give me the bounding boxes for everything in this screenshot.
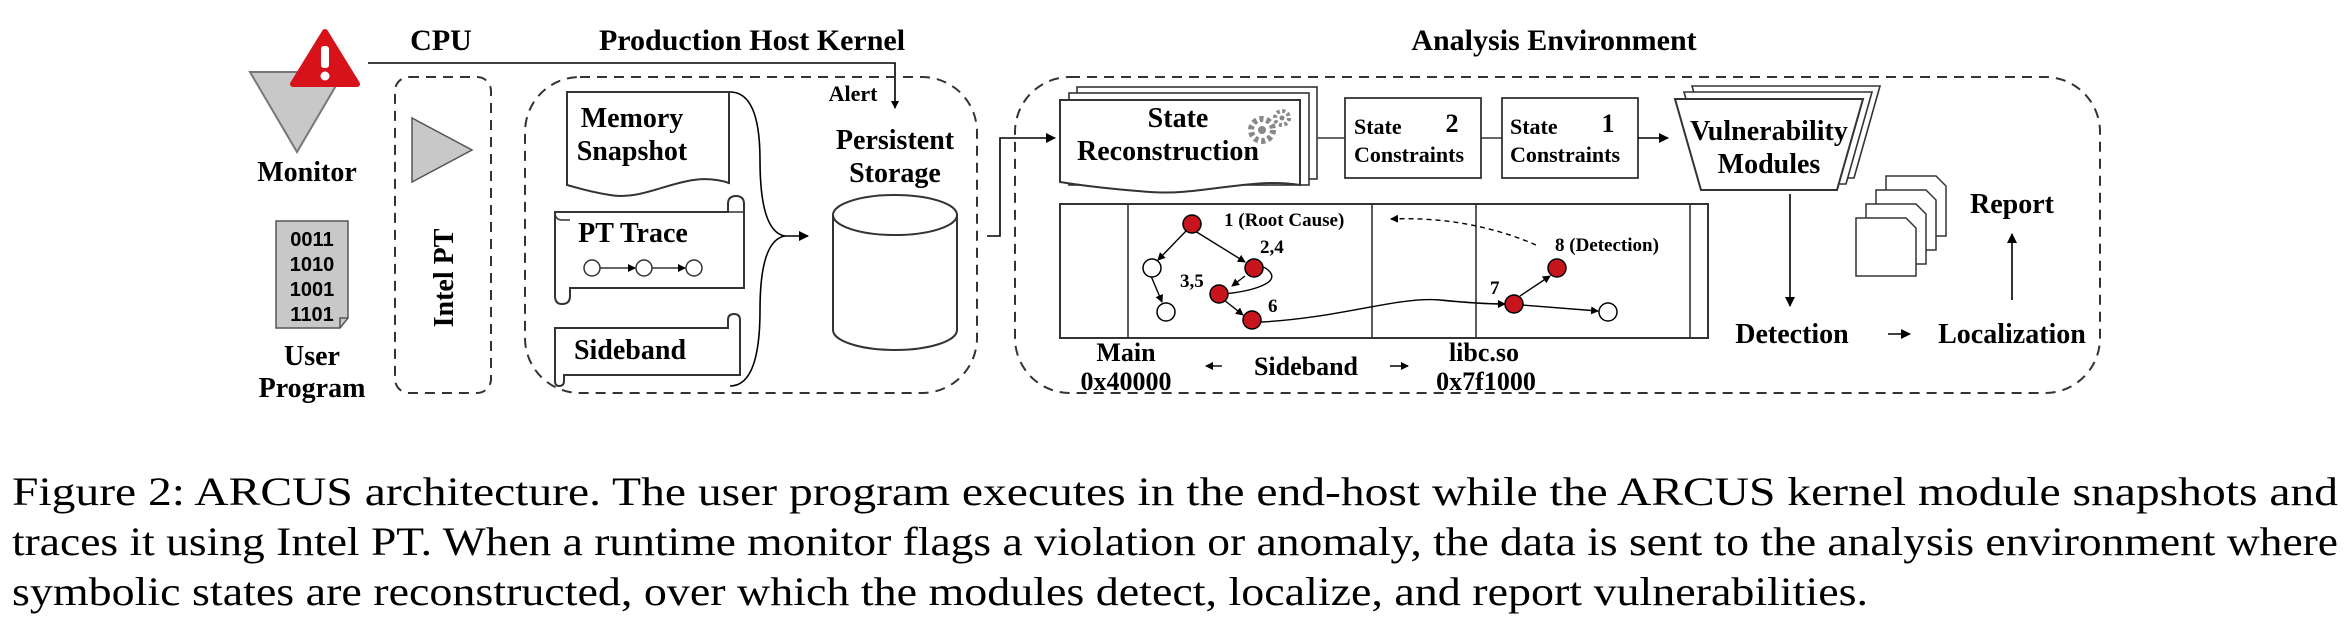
production-host-header: Production Host Kernel	[599, 24, 905, 57]
persistent-storage-label: Persistent	[836, 125, 955, 156]
node-label: 6	[1268, 296, 1278, 317]
red-node	[1504, 294, 1524, 314]
binary-line: 1010	[290, 254, 335, 276]
white-node	[1142, 258, 1162, 278]
state-constraints-label: State	[1354, 114, 1402, 139]
report-documents-icon	[1855, 175, 1947, 277]
cpu-box	[394, 76, 492, 394]
state-constraints-box-2	[1344, 97, 1482, 179]
red-node	[1242, 310, 1262, 330]
user-program-icon	[275, 220, 349, 329]
memory-snapshot-label: Memory	[581, 103, 684, 134]
vulnerability-modules-label: Vulnerability	[1690, 116, 1848, 147]
state-constraints-number: 2	[1446, 109, 1459, 138]
node-label: 2,4	[1260, 237, 1284, 258]
red-node	[1209, 284, 1229, 304]
binary-code: 0011 1010 1001 1101	[290, 229, 335, 326]
pt-trace-scroll	[554, 194, 745, 306]
caption-line: traces it using Intel PT. When a runtime…	[12, 519, 2338, 564]
vulnerability-modules-label: Modules	[1718, 149, 1821, 180]
state-constraints-label: State	[1510, 114, 1558, 139]
state-constraints-number: 1	[1602, 109, 1615, 138]
binary-line: 1101	[290, 304, 333, 326]
gear-icon	[1248, 109, 1291, 144]
analysis-environment-header: Analysis Environment	[1411, 24, 1696, 57]
persistent-storage-label: Storage	[849, 158, 941, 189]
monitor-label: Monitor	[257, 157, 357, 188]
trace-graph-nodes	[1142, 214, 1618, 330]
alert-arrow	[368, 62, 899, 109]
white-node	[1598, 302, 1618, 322]
main-module-address: 0x40000	[1081, 367, 1172, 396]
memory-snapshot-box	[566, 91, 730, 197]
warning-triangle-icon	[290, 29, 360, 87]
node-label: 3,5	[1180, 271, 1204, 292]
user-program-label: User	[284, 341, 340, 372]
localization-label: Localization	[1938, 319, 2086, 350]
node-label: 7	[1490, 278, 1500, 299]
state-reconstruction-box	[1059, 86, 1318, 194]
intel-pt-label: Intel PT	[429, 228, 460, 327]
binary-line: 1001	[290, 279, 335, 301]
cpu-header: CPU	[410, 24, 472, 57]
sideband-axis-label: Sideband	[1254, 352, 1359, 381]
main-module-label: Main	[1096, 338, 1156, 367]
sideband-scroll	[554, 312, 741, 388]
detection-label: Detection	[1735, 319, 1849, 350]
trace-chain-icon	[583, 259, 703, 277]
production-host-box	[524, 76, 978, 394]
binary-line: 0011	[290, 229, 333, 251]
alert-label: Alert	[829, 81, 879, 106]
vulnerability-modules-box	[1673, 85, 1882, 191]
node-label: 1 (Root Cause)	[1224, 210, 1344, 231]
user-program-label: Program	[259, 373, 366, 404]
libc-module-address: 0x7f1000	[1436, 367, 1536, 396]
to-analysis-arrow	[987, 133, 1056, 237]
report-label: Report	[1970, 189, 2055, 220]
white-node	[1156, 302, 1176, 322]
state-constraints-box-1	[1501, 97, 1639, 179]
caption-line: Figure 2: ARCUS architecture. The user p…	[12, 469, 2338, 514]
state-reconstruction-label: State	[1148, 103, 1209, 134]
caption-line: symbolic states are reconstructed, over …	[12, 569, 1868, 614]
red-node	[1244, 258, 1264, 278]
sideband-box-label: Sideband	[574, 335, 686, 366]
libc-module-label: libc.so	[1449, 338, 1519, 367]
node-label: 8 (Detection)	[1555, 235, 1659, 256]
state-constraints-label: Constraints	[1510, 142, 1620, 167]
red-node	[1182, 214, 1202, 234]
intel-pt-icon	[411, 116, 474, 184]
state-reconstruction-label: Reconstruction	[1077, 136, 1259, 167]
state-constraints-label: Constraints	[1354, 142, 1464, 167]
database-cylinder-icon	[832, 194, 958, 351]
memory-snapshot-label: Snapshot	[577, 136, 688, 167]
trace-graph-edges	[1150, 214, 1599, 323]
analysis-environment-box	[1014, 76, 2101, 394]
pt-trace-label: PT Trace	[578, 218, 688, 249]
red-node	[1547, 258, 1567, 278]
